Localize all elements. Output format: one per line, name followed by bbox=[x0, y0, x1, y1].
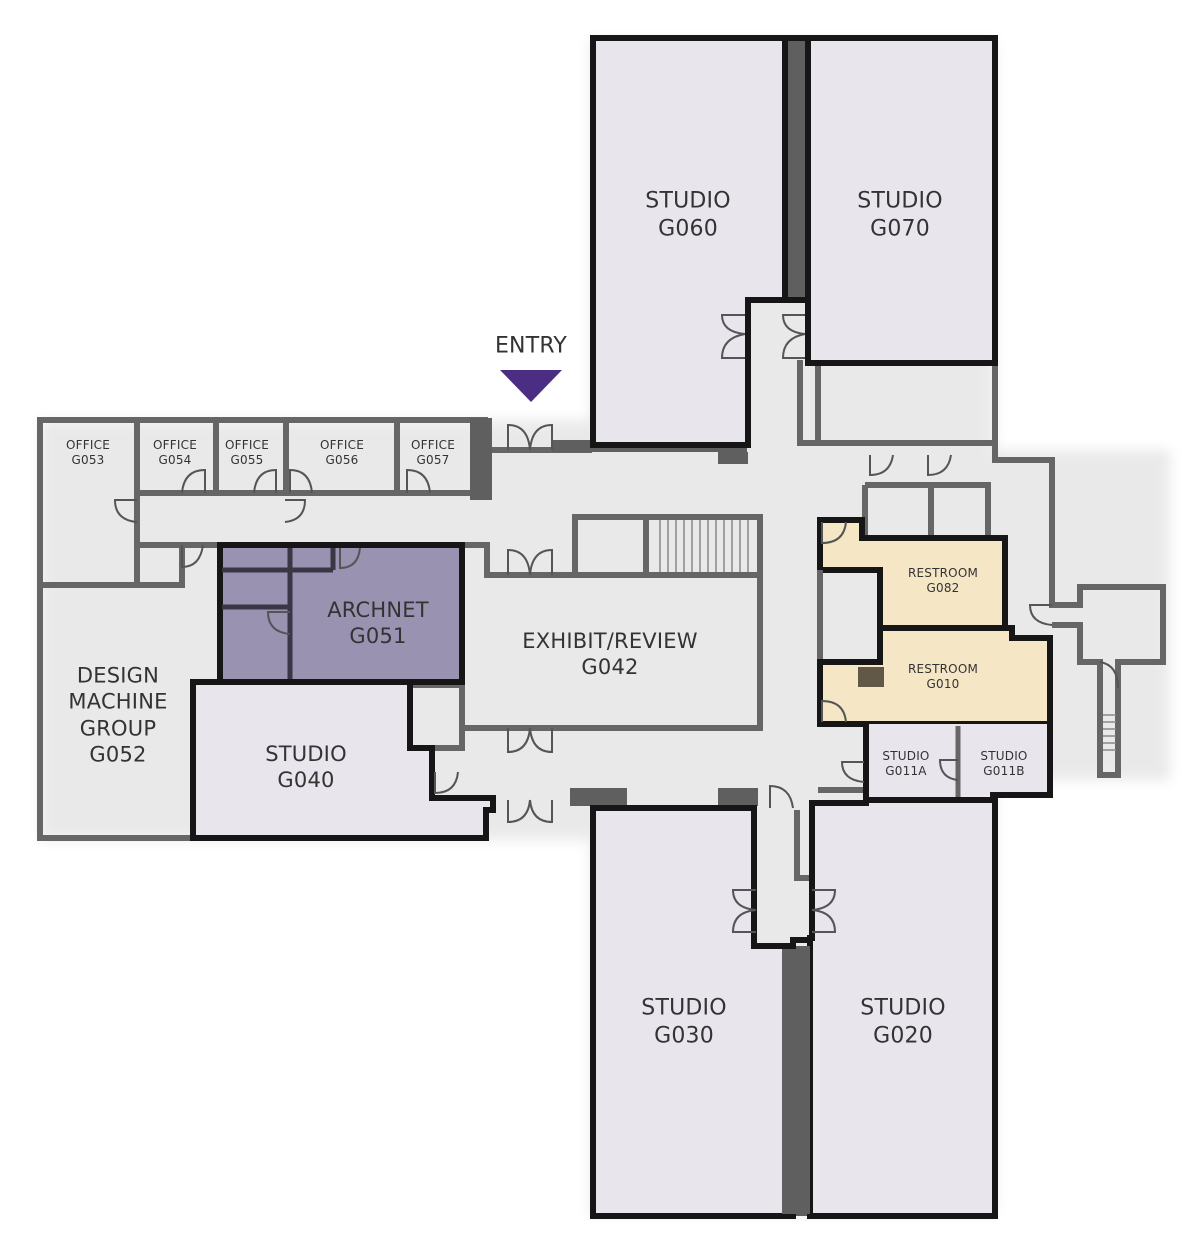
entry-marker-icon bbox=[500, 370, 562, 402]
room-number: G057 bbox=[416, 453, 450, 467]
room-type: STUDIO bbox=[265, 741, 347, 766]
label-g060: STUDIO G060 bbox=[645, 188, 730, 243]
room-number: G056 bbox=[325, 453, 359, 467]
label-g020: STUDIO G020 bbox=[860, 995, 945, 1050]
room-number: G070 bbox=[870, 216, 930, 241]
room-g040[interactable] bbox=[190, 679, 496, 841]
room-type: STUDIO bbox=[857, 188, 943, 214]
label-g055: OFFICE G055 bbox=[225, 438, 269, 468]
room-g011a[interactable] bbox=[866, 724, 958, 800]
label-g040: STUDIO G040 bbox=[265, 741, 347, 794]
room-type: RESTROOM bbox=[907, 566, 979, 580]
room-number: G020 bbox=[873, 1023, 933, 1048]
room-type: STUDIO bbox=[882, 749, 930, 763]
room-number: G030 bbox=[654, 1023, 714, 1048]
room-type: OFFICE bbox=[153, 438, 197, 452]
room-type: OFFICE bbox=[225, 438, 269, 452]
label-g011b: STUDIO G011B bbox=[980, 749, 1027, 779]
room-number: G011B bbox=[983, 764, 1025, 778]
room-type: STUDIO bbox=[860, 995, 946, 1021]
room-number: G054 bbox=[158, 453, 192, 467]
label-g010: RESTROOM G010 bbox=[908, 662, 978, 692]
room-type: MACHINE bbox=[68, 689, 168, 714]
room-number: G060 bbox=[658, 216, 718, 241]
label-g042: EXHIBIT/REVIEW G042 bbox=[522, 628, 697, 681]
label-g011a: STUDIO G011A bbox=[882, 749, 929, 779]
room-type: STUDIO bbox=[980, 749, 1028, 763]
stairs-icon bbox=[659, 520, 1116, 751]
door-swings bbox=[113, 314, 1119, 933]
room-g070[interactable] bbox=[805, 35, 998, 366]
room-number: G053 bbox=[71, 453, 105, 467]
entry-label: ENTRY bbox=[494, 333, 568, 359]
room-number: G052 bbox=[89, 742, 147, 767]
fixture-block bbox=[858, 667, 884, 687]
label-g052: DESIGN MACHINE GROUP G052 bbox=[68, 663, 167, 768]
room-number: G040 bbox=[277, 768, 335, 792]
label-g053: OFFICE G053 bbox=[66, 438, 110, 468]
room-number: G082 bbox=[926, 581, 960, 595]
label-g070: STUDIO G070 bbox=[857, 188, 942, 243]
archnet-inner-walls bbox=[222, 548, 336, 680]
label-g051: ARCHNET G051 bbox=[327, 597, 429, 650]
room-number: G011A bbox=[885, 764, 927, 778]
room-type: RESTROOM bbox=[907, 662, 979, 676]
label-g082: RESTROOM G082 bbox=[908, 566, 978, 596]
room-type: OFFICE bbox=[411, 438, 455, 452]
room-type: OFFICE bbox=[320, 438, 364, 452]
room-number: G055 bbox=[230, 453, 264, 467]
room-g011b[interactable] bbox=[958, 724, 1050, 795]
label-g056: OFFICE G056 bbox=[320, 438, 364, 468]
room-type: OFFICE bbox=[66, 438, 110, 452]
label-g057: OFFICE G057 bbox=[411, 438, 455, 468]
room-number: G051 bbox=[349, 624, 407, 648]
room-number: G010 bbox=[926, 677, 960, 691]
room-type: STUDIO bbox=[641, 995, 727, 1021]
room-type: ARCHNET bbox=[327, 597, 429, 622]
room-number: G042 bbox=[581, 655, 639, 679]
room-type: GROUP bbox=[79, 716, 157, 740]
room-type: STUDIO bbox=[645, 188, 731, 214]
label-g030: STUDIO G030 bbox=[641, 995, 726, 1050]
label-g054: OFFICE G054 bbox=[153, 438, 197, 468]
room-type: EXHIBIT/REVIEW bbox=[522, 628, 698, 653]
room-type: DESIGN bbox=[76, 663, 160, 688]
